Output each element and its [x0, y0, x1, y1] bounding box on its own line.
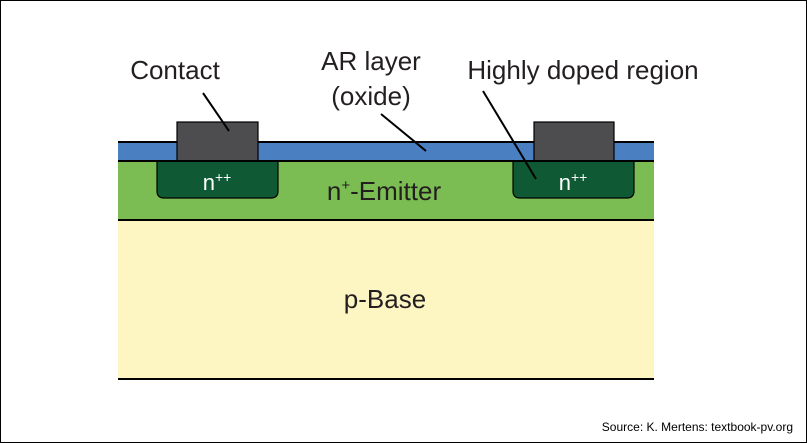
emitter-label-rest: -Emitter [350, 176, 441, 206]
doped-label-left-n: n [203, 170, 215, 195]
emitter-label: n+-Emitter [327, 176, 442, 206]
base-label: p-Base [344, 284, 426, 314]
contact-leader-line [202, 92, 230, 132]
doped-label-left-sup: ++ [215, 169, 231, 185]
doped-label-right-sup: ++ [571, 169, 587, 185]
ar-layer-leader-line [380, 113, 427, 152]
emitter-label-n: n [327, 176, 341, 206]
highly-doped-region-right [512, 160, 635, 199]
doped-label-right-n: n [559, 170, 571, 195]
highly-doped-label: Highly doped region [467, 55, 698, 85]
ar-layer-label: AR layer [321, 46, 421, 76]
ar-layer-sublabel: (oxide) [331, 81, 410, 111]
doped-region-label-left: n++ [203, 169, 232, 195]
doped-region-leader-line [482, 90, 537, 180]
contact-label: Contact [130, 55, 220, 85]
doped-region-label-right: n++ [559, 169, 588, 195]
highly-doped-region-left [156, 160, 279, 199]
contact-left [176, 121, 259, 162]
source-caption: Source: K. Mertens: textbook-pv.org [601, 420, 793, 434]
p-base-region [118, 220, 654, 379]
contact-right [533, 121, 615, 162]
emitter-label-sup: + [341, 177, 350, 194]
